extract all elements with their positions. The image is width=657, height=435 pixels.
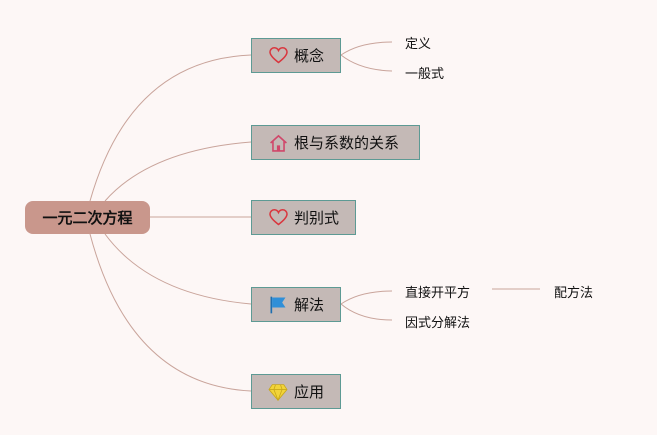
branch-vieta[interactable]: 根与系数的关系 bbox=[251, 125, 420, 160]
branch-discriminant-label: 判别式 bbox=[294, 209, 340, 227]
home-icon bbox=[268, 133, 288, 153]
leaf-definition[interactable]: 定义 bbox=[405, 37, 432, 52]
flag-icon bbox=[268, 295, 288, 315]
heart-icon bbox=[268, 208, 288, 228]
root-topic-label: 一元二次方程 bbox=[42, 209, 133, 227]
branch-concept[interactable]: 概念 bbox=[251, 38, 341, 73]
diamond-icon bbox=[268, 382, 288, 402]
branch-concept-label: 概念 bbox=[294, 47, 325, 65]
link-concept-to-definition bbox=[340, 41, 393, 56]
branch-vieta-label: 根与系数的关系 bbox=[294, 134, 400, 152]
leaf-factoring[interactable]: 因式分解法 bbox=[405, 316, 471, 331]
link-methods-to-direct-root bbox=[340, 290, 393, 305]
leaf-general-form[interactable]: 一般式 bbox=[405, 67, 445, 82]
link-root-to-methods bbox=[104, 233, 252, 305]
root-topic[interactable]: 一元二次方程 bbox=[25, 201, 150, 234]
link-root-to-concept bbox=[89, 54, 252, 202]
link-root-to-application bbox=[89, 233, 252, 392]
branch-discriminant[interactable]: 判别式 bbox=[251, 200, 356, 235]
leaf-completing-square[interactable]: 配方法 bbox=[554, 286, 594, 301]
branch-application-label: 应用 bbox=[294, 383, 325, 401]
heart-icon bbox=[268, 46, 288, 66]
branch-application[interactable]: 应用 bbox=[251, 374, 341, 409]
branch-methods-label: 解法 bbox=[294, 296, 325, 314]
leaf-direct-root[interactable]: 直接开平方 bbox=[405, 286, 471, 301]
link-concept-to-general-form bbox=[340, 54, 393, 72]
branch-methods[interactable]: 解法 bbox=[251, 287, 341, 322]
link-methods-to-factoring bbox=[340, 303, 393, 321]
link-root-to-vieta bbox=[104, 141, 252, 202]
